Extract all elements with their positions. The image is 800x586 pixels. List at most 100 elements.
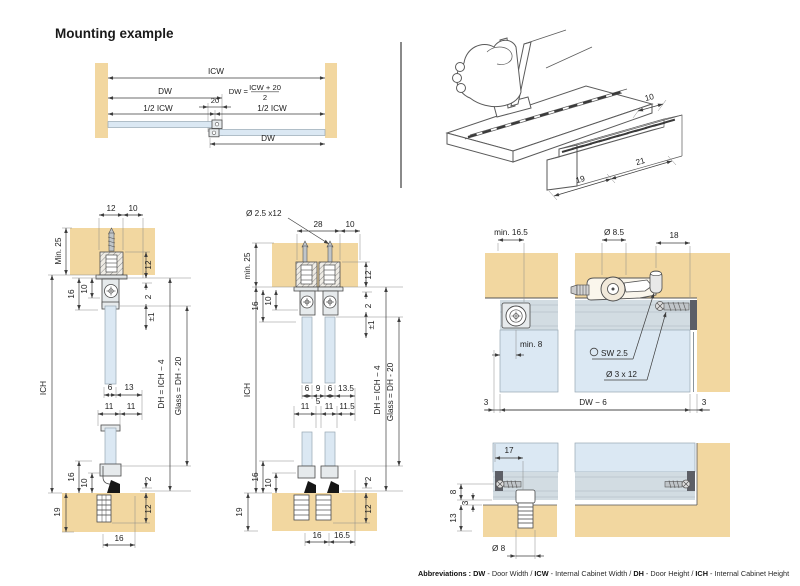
formula-numerator: ICW + 20: [249, 83, 281, 92]
label-sw-2-5: SW 2.5: [601, 349, 628, 358]
dim-glass-6a: 6: [305, 384, 310, 393]
dim-ich: ICH: [39, 381, 48, 395]
dim-half-icw-left: 1/2 ICW: [143, 104, 173, 113]
glass-door1-lower: [301, 431, 313, 467]
bottom-guide-pin: [515, 489, 536, 529]
dim-dw-top: DW: [158, 87, 172, 96]
abbr-key-icw: ICW: [534, 569, 549, 578]
dim-upper-10: 10: [264, 296, 273, 306]
dim-mid-11b: 11: [325, 402, 334, 411]
abbr-key-dw: DW: [473, 569, 486, 578]
bottom-guide-fittings: [293, 465, 339, 521]
dim-glass-6b: 6: [328, 384, 333, 393]
dim-right-3: 3: [702, 398, 707, 407]
rail-end-cap-right: [687, 471, 695, 491]
suspension-fittings: [293, 240, 344, 316]
dim-right-12: 12: [144, 260, 153, 270]
formula: DW = ICW + 20 2: [229, 83, 281, 102]
abbr-key-ich: ICH: [695, 569, 708, 578]
dim-gap-9: 9: [316, 384, 321, 393]
runner-mechanism: [570, 270, 663, 302]
dim-adjust: ±1: [367, 320, 376, 329]
dim-icw: ICW: [208, 67, 224, 76]
dim-half-icw-right: 1/2 ICW: [257, 104, 287, 113]
dim-min-8: min. 8: [520, 340, 543, 349]
bottom-section-detail-diagram: 17 8 3 13 Ø 8: [449, 442, 730, 559]
dim-glass-height: Glass = DH - 20: [174, 356, 183, 415]
dim-mid-11-5: 11.5: [339, 402, 355, 411]
glass-door2-lower: [324, 431, 336, 467]
dim-overlap-20: 20: [211, 96, 219, 105]
plan-view-diagram: ICW DW DW = ICW + 20 2 20 1/2 ICW 1/2 IC…: [95, 63, 337, 148]
dim-upper-16: 16: [67, 289, 76, 299]
rail-screw-left: [495, 479, 522, 489]
dim-right-2: 2: [364, 303, 373, 308]
glass-door2-upper: [324, 316, 336, 384]
dim-bottom-16-5: 16.5: [334, 531, 350, 540]
roller-fitting: [501, 302, 531, 329]
dim-lower-right-12: 12: [144, 504, 153, 514]
abbr-label: Abbreviations :: [418, 569, 472, 578]
dim-19: 19: [235, 507, 244, 517]
dim-upper-10: 10: [80, 284, 89, 294]
glass-door-left: [492, 442, 559, 473]
dim-dia-8-5: Ø 8.5: [604, 228, 624, 237]
dim-dia-8: Ø 8: [492, 544, 506, 553]
bottom-guide-fitting: [96, 463, 122, 523]
label-screw-3x12: Ø 3 x 12: [606, 370, 637, 379]
dim-8: 8: [449, 489, 458, 494]
dim-bottom-16: 16: [312, 531, 322, 540]
dim-19: 19: [53, 507, 62, 517]
dim-13: 13: [449, 513, 458, 523]
abbr-desc-ich: - Internal Cabinet Height: [707, 569, 790, 578]
dim-right-12: 12: [364, 270, 373, 280]
dim-top-10: 10: [345, 220, 355, 229]
abbr-key-dh: DH: [633, 569, 644, 578]
glass-door-lower: [104, 427, 117, 467]
dim-min-16-5: min. 16.5: [494, 228, 528, 237]
dim-mid-11a: 11: [301, 402, 310, 411]
dim-lower-right-2: 2: [144, 476, 153, 481]
screw-callout: Ø 2.5 x12: [246, 209, 282, 218]
page-title: Mounting example: [55, 26, 174, 41]
formula-lhs: DW =: [229, 87, 249, 96]
dim-min25: Min. 25: [54, 237, 63, 264]
door-edge-profile: [690, 300, 697, 330]
dim-offset-13-5: 13.5: [338, 384, 354, 393]
dim-right-2: 2: [144, 294, 153, 299]
dim-mid-11-left: 11: [105, 402, 114, 411]
dim-18: 18: [669, 231, 679, 240]
dim-lower-16: 16: [251, 472, 260, 482]
top-suspension-fitting: [95, 227, 128, 310]
bottom-board-right: [575, 505, 730, 537]
glass-door1-upper: [301, 316, 313, 384]
dim-lower-10: 10: [264, 478, 273, 488]
abbreviations: Abbreviations : DW - Door Width / ICW - …: [418, 569, 789, 578]
abbr-desc-dw: - Door Width /: [485, 569, 535, 578]
right-cabinet-side: [325, 63, 337, 138]
dim-lower-right-12: 12: [364, 504, 373, 514]
door-back: [107, 121, 223, 128]
installation-illustration: 10 19 21: [445, 29, 683, 201]
dim-lower-16: 16: [67, 472, 76, 482]
dim-top-28: 28: [313, 220, 323, 229]
dim-adjust: ±1: [147, 312, 156, 321]
dim-dw-bottom: DW: [261, 134, 275, 143]
fixing-screw: [655, 301, 690, 312]
dim-lower-right-2: 2: [364, 476, 373, 481]
rail-screw-right: [664, 479, 691, 489]
iso-dim-19: 19: [575, 174, 587, 185]
dim-left-3: 3: [484, 398, 489, 407]
dim-ich: ICH: [243, 383, 252, 397]
middle-section-diagram: Ø 2.5 x12 28 10: [235, 209, 403, 546]
dim-min25: min. 25: [243, 252, 252, 279]
dim-top-10: 10: [128, 204, 138, 213]
iso-dim-21: 21: [635, 156, 647, 167]
dim-glass-6: 6: [108, 383, 113, 392]
dim-3: 3: [461, 500, 470, 505]
glass-door-upper: [104, 305, 117, 385]
abbr-desc-dh: - Door Height /: [643, 569, 696, 578]
dim-mid-11-right: 11: [127, 402, 136, 411]
right-side-panel: [697, 253, 730, 392]
glass-door-right: [574, 442, 696, 473]
